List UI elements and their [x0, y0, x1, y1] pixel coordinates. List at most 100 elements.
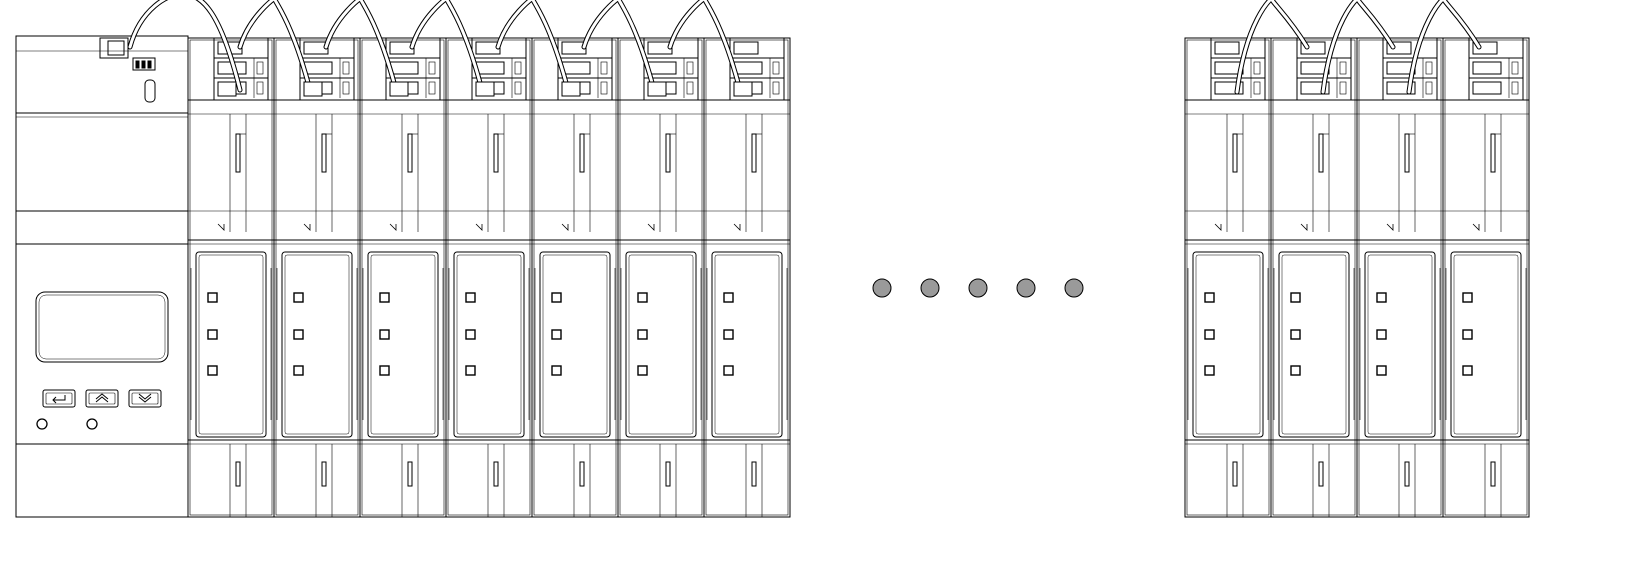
clip-mark [217, 223, 225, 231]
front-panel-inner [456, 254, 522, 435]
terminal-slot [389, 61, 419, 75]
status-led [293, 329, 304, 340]
status-led [1290, 365, 1301, 376]
lcd-display [35, 291, 169, 363]
status-led [723, 292, 734, 303]
io-module [273, 37, 361, 518]
io-module [359, 37, 447, 518]
module-inner-edge [1444, 39, 1528, 516]
module-inner-edge [1358, 39, 1442, 516]
latch-upper [579, 133, 585, 173]
terminal-block [1468, 37, 1524, 101]
front-panel [453, 251, 525, 438]
status-led [1462, 365, 1473, 376]
clip-mark [733, 223, 741, 231]
front-panel-inner [1367, 254, 1433, 435]
status-led [293, 292, 304, 303]
status-led [1290, 329, 1301, 340]
latch-lower [493, 461, 499, 487]
latch-lower [1232, 461, 1238, 487]
ellipsis-dot [920, 278, 940, 298]
module-inner-edge [533, 39, 617, 516]
front-panel-inner [542, 254, 608, 435]
terminal-plug [561, 81, 581, 97]
bus-port-inner [107, 40, 125, 56]
terminal-plug [389, 81, 409, 97]
front-panel [1278, 251, 1350, 438]
latch-lower [235, 461, 241, 487]
io-module [703, 37, 791, 518]
io-module [531, 37, 619, 518]
status-led [723, 365, 734, 376]
module-inner-edge [1186, 39, 1270, 516]
status-led [1462, 292, 1473, 303]
terminal-block [1382, 37, 1438, 101]
status-led [637, 365, 648, 376]
chevron-up-icon [95, 393, 109, 403]
terminal-slot [1300, 41, 1326, 55]
terminal-block [1296, 37, 1352, 101]
clip-mark [647, 223, 655, 231]
latch-lower [1490, 461, 1496, 487]
up-button [85, 389, 119, 408]
module-body [359, 37, 447, 518]
status-led [1462, 329, 1473, 340]
io-module [1270, 37, 1358, 518]
status-led [293, 365, 304, 376]
status-led [207, 365, 218, 376]
status-led [1204, 329, 1215, 340]
front-panel-inner [284, 254, 350, 435]
module-inner-edge [1272, 39, 1356, 516]
latch-upper [1404, 133, 1410, 173]
terminal-slot [1472, 81, 1502, 95]
connection-cable-core [1407, 0, 1481, 94]
latch-lower [407, 461, 413, 487]
io-module [1356, 37, 1444, 518]
front-panel [1450, 251, 1522, 438]
module-body [273, 37, 361, 518]
clip-mark [1214, 223, 1222, 231]
status-led [637, 329, 648, 340]
status-led [723, 329, 734, 340]
module-inner-edge [705, 39, 789, 516]
status-led [1204, 292, 1215, 303]
io-module [445, 37, 533, 518]
latch-lower [579, 461, 585, 487]
clip-mark [475, 223, 483, 231]
front-panel [539, 251, 611, 438]
front-panel [195, 251, 267, 438]
terminal-slot [1214, 41, 1240, 55]
latch-lower [751, 461, 757, 487]
status-led [1376, 329, 1387, 340]
status-led [465, 292, 476, 303]
controller-body [15, 35, 189, 518]
front-panel-inner [370, 254, 436, 435]
terminal-slot [647, 61, 677, 75]
terminal-slot [1386, 81, 1416, 95]
latch-lower [1318, 461, 1324, 487]
status-light [86, 418, 98, 430]
status-led [1376, 292, 1387, 303]
status-led [1376, 365, 1387, 376]
module-body [617, 37, 705, 518]
status-led [551, 292, 562, 303]
chevron-down-icon [138, 393, 152, 403]
front-panel [281, 251, 353, 438]
latch-lower [321, 461, 327, 487]
terminal-plug [647, 81, 667, 97]
module-body [1270, 37, 1358, 518]
status-led [207, 292, 218, 303]
fuse-holder [144, 79, 156, 103]
module-inner-edge [275, 39, 359, 516]
latch-upper [321, 133, 327, 173]
front-panel-inner [198, 254, 264, 435]
latch-lower [1404, 461, 1410, 487]
module-body [531, 37, 619, 518]
clip-mark [1300, 223, 1308, 231]
terminal-slot [1472, 61, 1502, 75]
terminal-slot [561, 61, 591, 75]
clip-mark [561, 223, 569, 231]
status-led [1290, 292, 1301, 303]
